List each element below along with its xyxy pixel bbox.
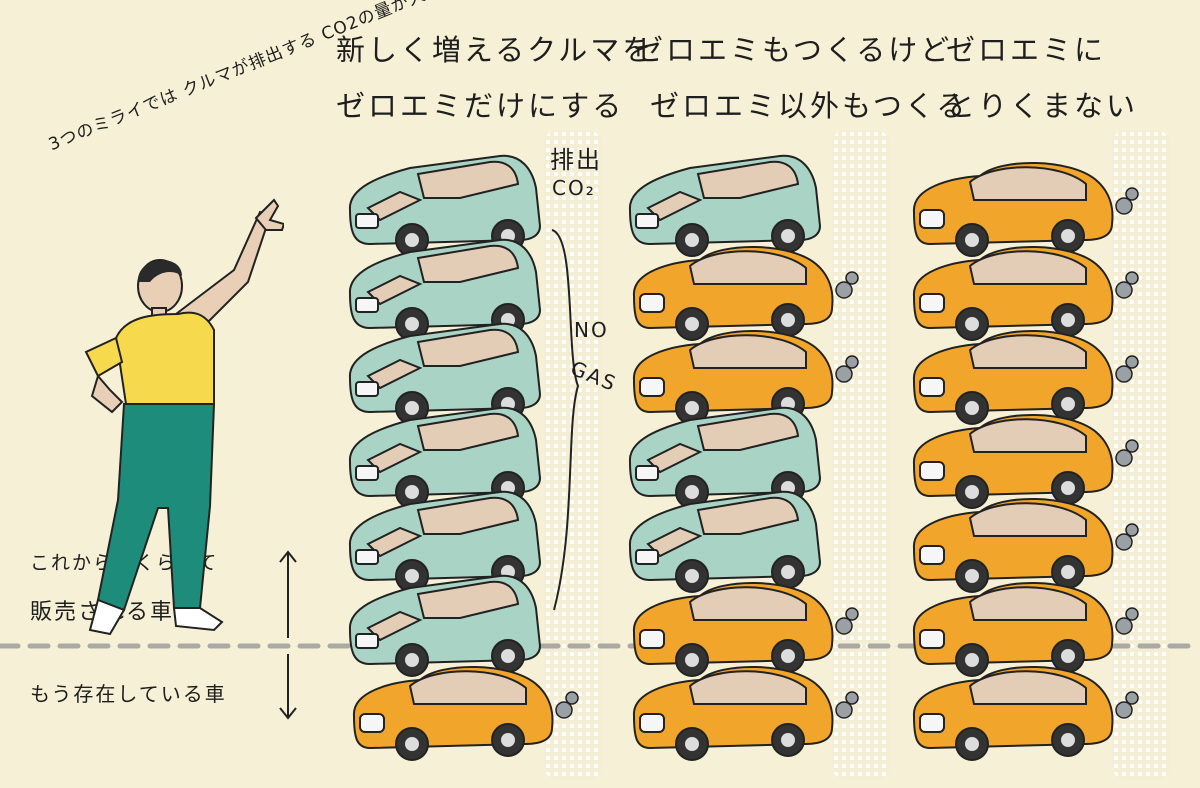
gas-car-col3-1 xyxy=(900,148,1140,258)
ev-car-col1-6 xyxy=(340,568,580,678)
emission-label-line2: CO₂ xyxy=(552,176,596,200)
gas-car-col2-6 xyxy=(620,568,860,678)
gas-car-col2-7 xyxy=(620,652,860,762)
col1-title-line2: ゼロエミだけにする xyxy=(336,89,625,123)
col2-title-line1: ゼロエミもつくるけど xyxy=(634,33,953,67)
gas-car-col1-7 xyxy=(340,652,580,762)
col3-title-line1: ゼロエミに xyxy=(946,33,1107,67)
person-figure xyxy=(84,198,284,636)
gas-car-col3-3 xyxy=(900,316,1140,426)
emission-label-line1: 排出 xyxy=(550,146,602,174)
range-arrow xyxy=(279,550,297,720)
existing-label: もう存在している車 xyxy=(30,682,227,706)
no-gas-label-line1: NO xyxy=(574,318,609,342)
ev-car-col2-5 xyxy=(620,484,860,594)
gas-car-col3-6 xyxy=(900,568,1140,678)
gas-car-col3-2 xyxy=(900,232,1140,342)
exhaust-zone-col1 xyxy=(544,130,602,780)
ev-car-col1-3 xyxy=(340,316,580,426)
gas-car-col2-2 xyxy=(620,232,860,342)
gas-car-col3-5 xyxy=(900,484,1140,594)
col1-title-line1: 新しく増えるクルマを xyxy=(336,33,655,67)
no-gas-brace xyxy=(551,229,580,611)
col3-title-line2: とりくまない xyxy=(946,89,1139,123)
ev-car-col2-1 xyxy=(620,148,860,258)
gas-car-col3-4 xyxy=(900,400,1140,510)
ev-car-col1-2 xyxy=(340,232,580,342)
col2-title-line2: ゼロエミ以外もつくる xyxy=(650,89,969,123)
headline-line1: 3つのミライでは クルマが排出する CO2の量が大きく変わってくる xyxy=(45,0,561,156)
exhaust-zone-col2 xyxy=(832,130,890,780)
gas-car-col3-7 xyxy=(900,652,1140,762)
